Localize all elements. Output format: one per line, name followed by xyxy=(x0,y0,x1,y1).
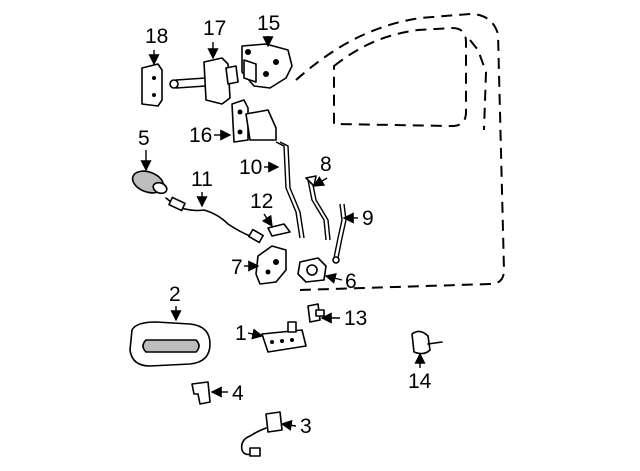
part-14-actuator xyxy=(411,330,443,355)
callout-14: 14 xyxy=(408,370,432,393)
callout-1: 1 xyxy=(235,322,247,345)
part-6-latch xyxy=(297,257,327,283)
leader-6 xyxy=(324,272,343,284)
callout-9: 9 xyxy=(362,207,374,230)
callout-16: 16 xyxy=(189,124,212,147)
callout-labels: 18 17 15 16 5 11 10 8 9 12 7 6 2 13 1 14… xyxy=(138,12,432,438)
callout-5: 5 xyxy=(138,127,150,150)
part-2-outside-handle xyxy=(129,321,211,367)
callout-8: 8 xyxy=(320,153,332,176)
leader-8 xyxy=(312,176,328,187)
callout-2: 2 xyxy=(169,283,181,306)
leader-3 xyxy=(280,419,297,431)
callout-6: 6 xyxy=(345,270,357,293)
callout-7: 7 xyxy=(231,256,243,279)
part-1-inside-handle xyxy=(261,321,307,353)
callout-4: 4 xyxy=(232,382,244,405)
callout-15: 15 xyxy=(257,12,280,35)
part-4-clip xyxy=(191,381,211,405)
part-13-switch xyxy=(307,303,325,323)
part-12-clip xyxy=(267,223,291,237)
door-outline xyxy=(295,12,506,291)
part-18-bracket xyxy=(141,63,163,107)
part-5-lock-cylinder xyxy=(131,170,168,195)
part-9-rod xyxy=(332,203,347,264)
leader-1 xyxy=(247,328,264,340)
callout-17: 17 xyxy=(203,17,226,40)
part-15-upper-hinge xyxy=(241,43,293,89)
part-7-latch-bracket xyxy=(255,245,287,285)
callout-13: 13 xyxy=(344,307,367,330)
callout-3: 3 xyxy=(300,415,312,438)
part-16-lower-hinge xyxy=(231,99,277,143)
callout-12: 12 xyxy=(250,190,273,213)
callout-11: 11 xyxy=(191,168,213,191)
callout-10: 10 xyxy=(239,156,262,179)
callout-18: 18 xyxy=(145,25,168,48)
callout-leaders xyxy=(140,36,426,431)
part-3-harness xyxy=(240,411,283,457)
leader-12 xyxy=(261,213,273,228)
part-11-cable xyxy=(165,196,264,244)
part-10-rod xyxy=(275,141,305,239)
part-8-rod xyxy=(305,175,331,241)
part-17-door-check xyxy=(169,57,239,105)
